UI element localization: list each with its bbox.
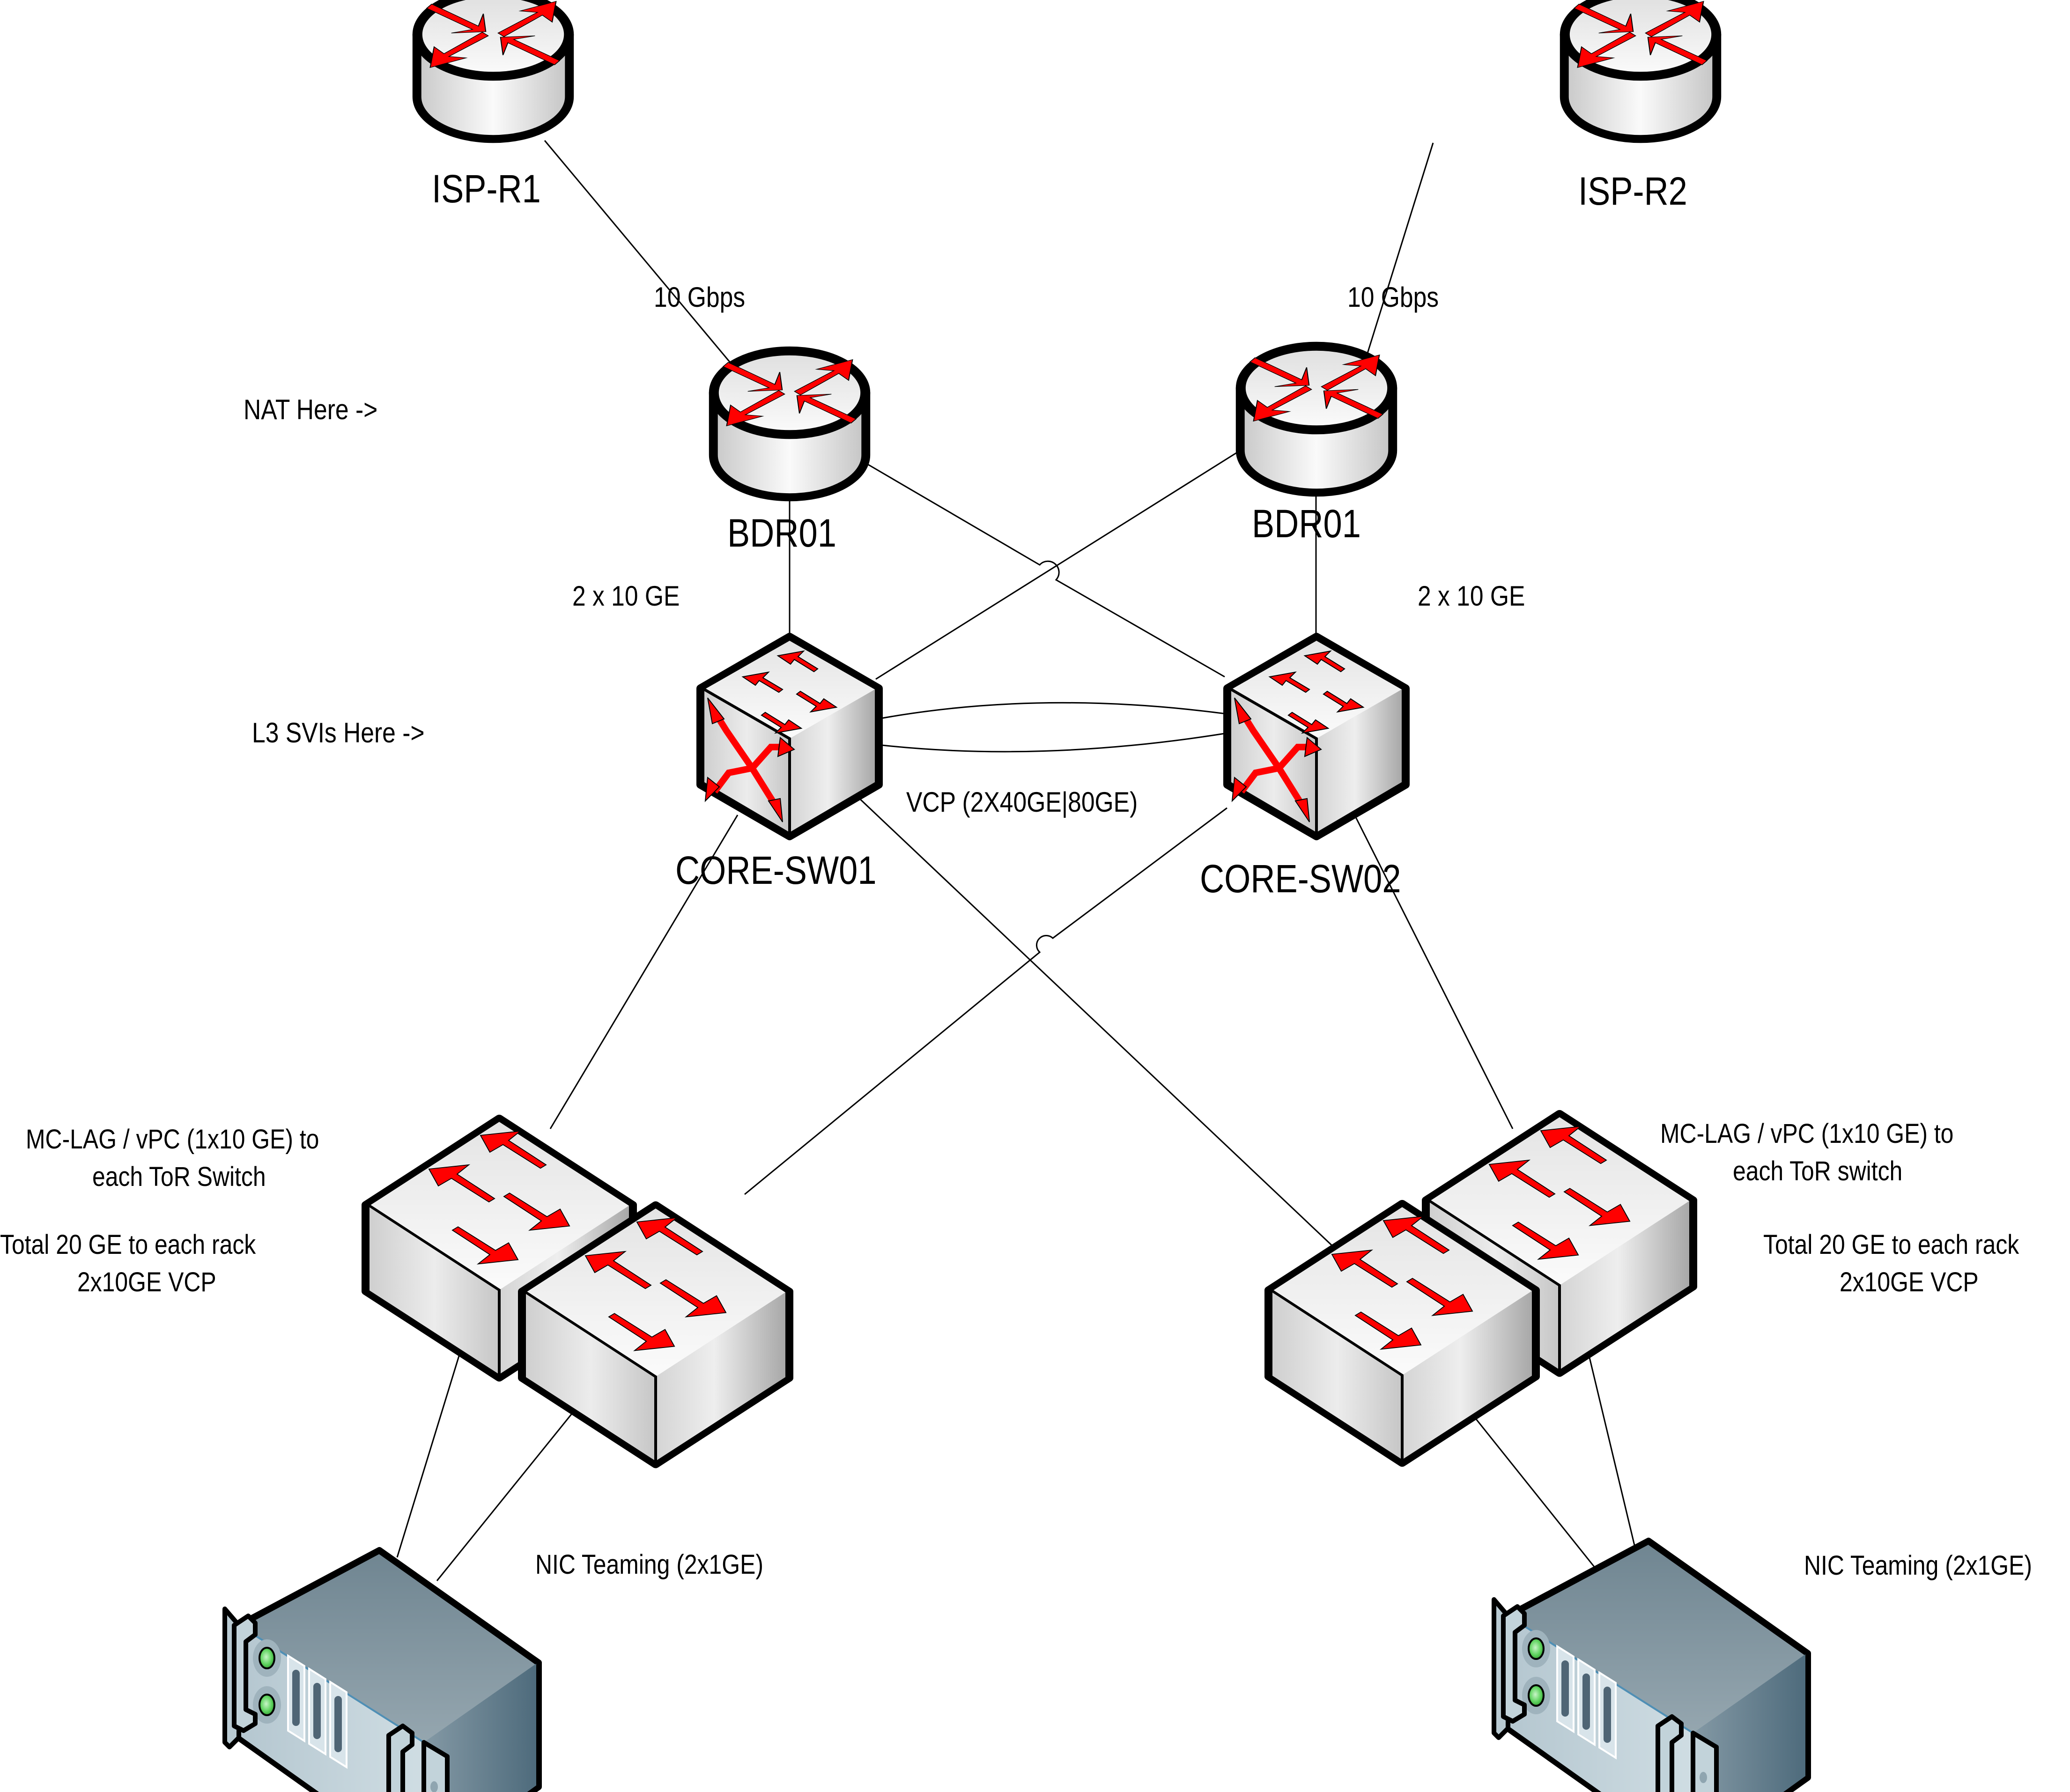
link-bdr-left-core-sw02 — [862, 460, 1225, 678]
multilayer-switch-icon-core-sw01[interactable] — [701, 637, 879, 836]
link-tor-left-a-server — [396, 1325, 469, 1558]
link-tor-right-b-server — [1582, 1330, 1638, 1555]
annotation-right-total-line2: 2x10GE VCP — [1840, 1267, 1979, 1297]
device-label-core-sw01: CORE-SW01 — [675, 848, 877, 892]
annotation-left-mclag-line1: MC-LAG / vPC (1x10 GE) to — [26, 1124, 319, 1155]
link-tor-right-a-server — [1460, 1400, 1603, 1577]
link-bdr-right-core-sw01 — [875, 444, 1249, 680]
router-icon-isp-r1[interactable] — [417, 0, 569, 139]
link-label-isp1-speed: 10 Gbps — [654, 281, 746, 313]
router-icon-bdr-right[interactable] — [1240, 346, 1393, 493]
link-label-bdr-core-left: 2 x 10 GE — [572, 580, 680, 612]
rack-server-icon-right[interactable] — [1494, 1541, 1808, 1792]
annotation-right-nic-teaming: NIC Teaming (2x1GE) — [1804, 1550, 2032, 1581]
annotation-left-total-line1: Total 20 GE to each rack — [0, 1229, 256, 1260]
link-isp-r1-bdr-left — [544, 140, 732, 363]
device-label-bdr-right: BDR01 — [1252, 502, 1361, 546]
annotation-right-total-line1: Total 20 GE to each rack — [1763, 1229, 2019, 1260]
device-label-isp-r1: ISP-R1 — [432, 167, 541, 211]
device-label-core-sw02: CORE-SW02 — [1200, 857, 1401, 901]
link-core-sw01-tor-right-a — [856, 795, 1333, 1247]
annotation-left-total-line2: 2x10GE VCP — [77, 1267, 216, 1297]
annotation-right-mclag-line1: MC-LAG / vPC (1x10 GE) to — [1660, 1118, 1954, 1149]
link-label-vcp-core: VCP (2X40GE|80GE) — [906, 786, 1138, 818]
annotation-left-nic-teaming: NIC Teaming (2x1GE) — [535, 1549, 763, 1580]
rack-server-icon-left[interactable] — [225, 1550, 539, 1792]
link-vcp-lower — [877, 731, 1237, 753]
device-label-isp-r2: ISP-R2 — [1578, 169, 1687, 213]
router-icon-bdr-left[interactable] — [713, 350, 866, 497]
annotation-l3-svis-here: L3 SVIs Here -> — [252, 717, 425, 748]
link-tor-left-b-server — [436, 1395, 587, 1581]
link-label-bdr-core-right: 2 x 10 GE — [1418, 580, 1525, 612]
link-isp-r2-bdr-right — [1364, 142, 1434, 361]
link-core-sw02-tor-left-b — [744, 807, 1227, 1195]
annotation-nat-here: NAT Here -> — [244, 394, 378, 425]
multilayer-switch-icon-core-sw02[interactable] — [1227, 637, 1405, 836]
annotation-left-mclag-line2: each ToR Switch — [92, 1162, 266, 1192]
link-label-isp2-speed: 10 Gbps — [1347, 281, 1439, 313]
router-icon-isp-r2[interactable] — [1564, 0, 1717, 139]
link-core-sw01-tor-left-a — [549, 815, 739, 1129]
device-label-bdr-left: BDR01 — [727, 511, 836, 555]
annotation-right-mclag-line2: each ToR switch — [1733, 1156, 1903, 1186]
link-vcp-upper — [877, 702, 1237, 720]
link-core-sw02-tor-right-b — [1355, 817, 1514, 1129]
